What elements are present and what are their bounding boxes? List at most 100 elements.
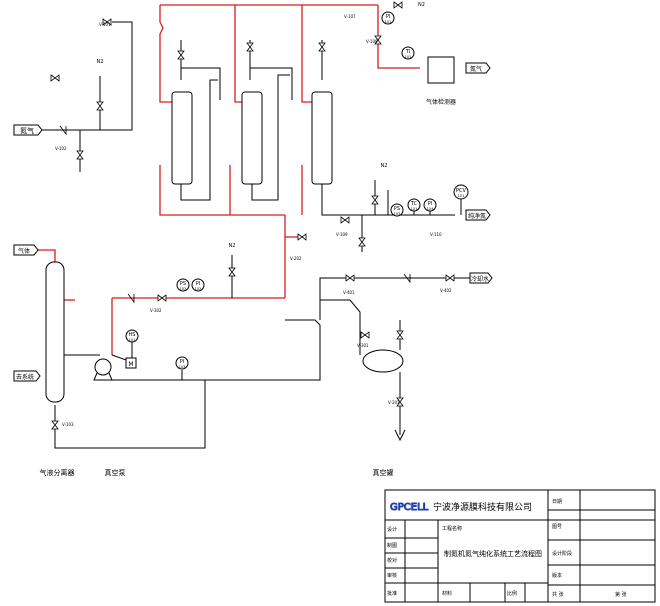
valve-v401 xyxy=(345,274,355,282)
field-sheet: 第 张 xyxy=(615,591,627,598)
valve-v107 xyxy=(393,1,403,9)
instrument-ps-102: PS 102 xyxy=(176,278,190,292)
field-total: 共 张 xyxy=(552,591,564,598)
motor-label: M xyxy=(128,361,133,368)
field-draw: 制图 xyxy=(387,542,397,549)
field-project: 工程名称 xyxy=(442,525,462,532)
svg-text:PCV: PCV xyxy=(456,188,467,194)
field-approve: 批准 xyxy=(387,590,397,597)
red-header-piping xyxy=(38,4,420,355)
valve-v103 xyxy=(76,150,84,160)
label-vacuum-pump: 真空泵 xyxy=(105,468,126,477)
instrument-pi-101: PI 101 xyxy=(381,11,395,25)
company-logo: GPCELL xyxy=(390,502,429,513)
gas-liquid-separator xyxy=(45,261,65,403)
tag-v101: V-101 xyxy=(99,22,111,27)
label-n2-top-2: N2 xyxy=(418,2,425,8)
svg-text:PI: PI xyxy=(386,14,391,20)
svg-text:101: 101 xyxy=(385,20,392,24)
valve-v106 xyxy=(318,42,326,52)
field-material: 材料 xyxy=(442,590,452,597)
tag-v103: V-103 xyxy=(62,422,74,427)
valve-v104 xyxy=(177,50,185,60)
svg-text:101: 101 xyxy=(405,55,412,59)
field-check: 校对 xyxy=(387,557,397,564)
svg-text:HS: HS xyxy=(129,332,136,338)
label-gas-analyzer: 气体检测器 xyxy=(426,98,456,106)
valve-v105 xyxy=(246,42,254,52)
vacuum-pump: M xyxy=(93,357,137,381)
tag-v108: V-108 xyxy=(366,39,378,44)
svg-text:PS: PS xyxy=(180,281,186,287)
stream-flags: 氮气 纯净氮 冷却水 氮气 气体 去系统 N2 N2 N2 N2 xyxy=(13,2,493,382)
flag-to-system: 去系统 xyxy=(16,373,34,381)
tag-v102: V-102 xyxy=(55,146,67,151)
instrument-pi-102: PI 102 xyxy=(191,278,205,292)
instrument-bubbles: PI 101 TI 101 PS 102 PI 102 HS 101 PI 10… xyxy=(125,11,469,370)
label-n2-top: N2 xyxy=(97,59,104,65)
valve-v202 xyxy=(297,233,307,241)
svg-text:104: 104 xyxy=(427,207,434,211)
valve-v110 xyxy=(358,237,366,247)
equipment-labels: 气体检测器 气液分离器 真空泵 真空罐 xyxy=(40,98,457,477)
tag-v201: V-201 xyxy=(388,400,400,405)
field-review: 审核 xyxy=(387,572,397,579)
title-block: GPCELL 宁波净源膜科技有限公司 制氮机氮气纯化系统工艺流程图 设计 制图 … xyxy=(384,489,656,603)
tag-v107: V-107 xyxy=(344,14,356,19)
valves xyxy=(50,1,455,430)
valve-v302 xyxy=(157,294,167,302)
instrument-pi-103: PI 103 xyxy=(175,356,189,370)
drawing-title: 制氮机氮气纯化系统工艺流程图 xyxy=(444,549,542,558)
field-drawing-no: 图号 xyxy=(552,524,562,530)
tag-v402: V-402 xyxy=(440,288,452,293)
field-design: 设计 xyxy=(387,526,397,533)
flag-pure-n2: 纯净氮 xyxy=(468,212,486,220)
svg-text:PI: PI xyxy=(428,201,433,207)
label-n2-top-4: N2 xyxy=(229,243,236,249)
instrument-hs-101: HS 101 xyxy=(125,329,139,343)
valve-v108 xyxy=(374,35,382,45)
svg-text:102: 102 xyxy=(180,287,187,291)
adsorption-columns xyxy=(171,91,333,185)
svg-text:101: 101 xyxy=(411,207,418,211)
svg-text:PI: PI xyxy=(196,281,201,287)
valve-tank-bottom xyxy=(396,397,404,407)
flag-n2: 氮气 xyxy=(20,126,34,135)
company-name: 宁波净源膜科技有限公司 xyxy=(433,501,532,513)
tag-v110: V-110 xyxy=(430,232,442,237)
svg-text:103: 103 xyxy=(179,365,186,369)
tag-v401: V-401 xyxy=(343,290,355,295)
valve-spare xyxy=(50,74,60,82)
label-vacuum-tank: 真空罐 xyxy=(373,468,394,477)
svg-text:TI: TI xyxy=(405,49,411,55)
svg-text:102: 102 xyxy=(195,287,202,291)
flag-cooling-water: 冷却水 xyxy=(471,275,489,283)
field-scale: 比例 xyxy=(507,590,517,597)
valve-v301 xyxy=(228,267,236,277)
valve-tags: V-101 V-102 V-107 V-108 V-109 V-110 V-20… xyxy=(55,14,452,427)
column-b xyxy=(241,91,263,185)
label-n2-top-3: N2 xyxy=(381,163,388,169)
instrument-ps-103: PS 103 xyxy=(390,203,404,217)
tag-v302: V-302 xyxy=(150,308,162,313)
field-stage: 设计阶段 xyxy=(552,550,572,557)
instrument-pi-104: PI 104 xyxy=(423,198,437,212)
tag-v109: V-109 xyxy=(336,232,348,237)
svg-text:101: 101 xyxy=(458,194,465,198)
valve-v201 xyxy=(371,195,379,205)
black-piping xyxy=(40,21,470,449)
valve-v109 xyxy=(340,216,350,224)
label-gl-separator: 气液分离器 xyxy=(40,468,75,477)
flag-gas-out: 气体 xyxy=(18,247,30,255)
column-c xyxy=(311,91,333,185)
tag-v202: V-202 xyxy=(290,256,302,261)
valve-v102 xyxy=(96,101,104,111)
column-a xyxy=(171,91,193,185)
instrument-ti-101: TI 101 xyxy=(401,46,415,60)
field-version: 版本 xyxy=(552,572,562,579)
valve-tank-top xyxy=(396,330,404,340)
instrument-pcv-101: PCV 101 xyxy=(453,184,469,215)
instrument-tc-101: TC 101 xyxy=(407,198,421,212)
check-valves xyxy=(59,125,411,304)
